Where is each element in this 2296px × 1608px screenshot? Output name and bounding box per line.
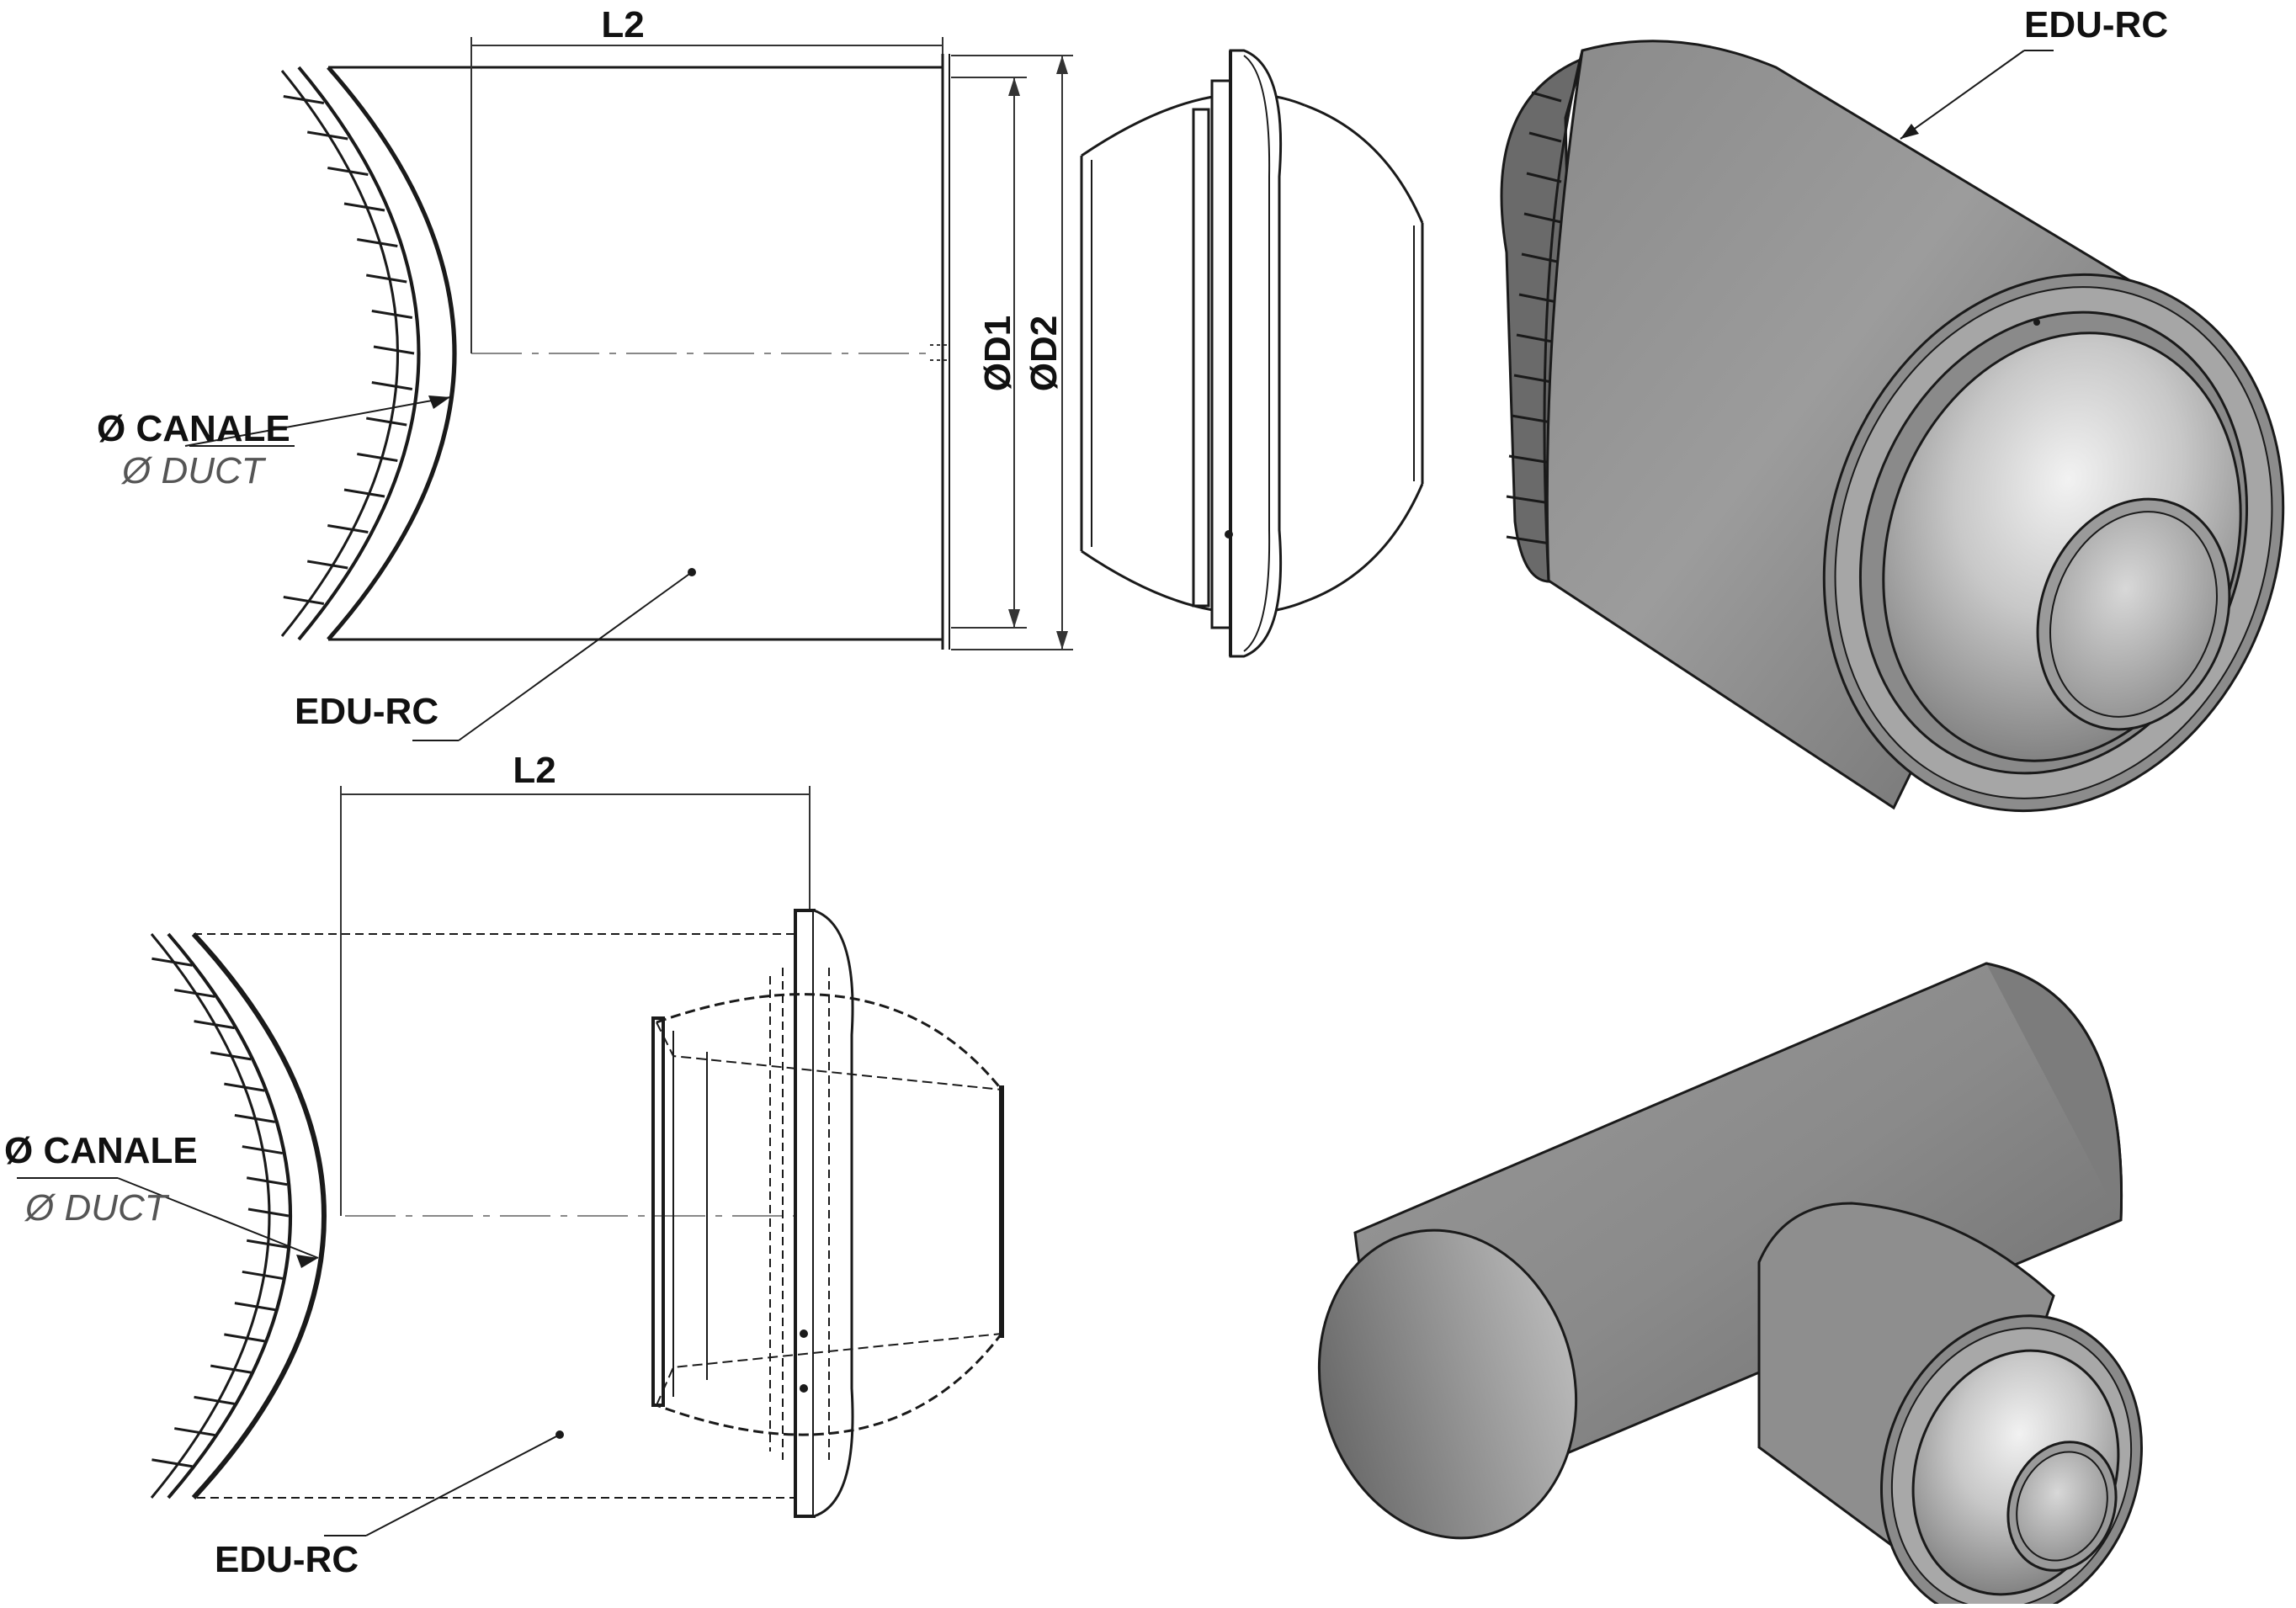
bottom-view [17, 786, 1004, 1536]
duct-rib [224, 1333, 265, 1343]
iso-rib [1528, 131, 1562, 143]
iso-view-bottom [1317, 962, 2144, 1608]
iso-edurc-label: EDU-RC [2024, 4, 2168, 45]
duct-rib [234, 1113, 276, 1123]
bottom-edurc-label: EDU-RC [215, 1539, 359, 1580]
iso-rib [1523, 212, 1562, 224]
duct-rib [224, 1082, 265, 1092]
duct-rib [327, 524, 369, 533]
bottom-flange [794, 909, 816, 1518]
bottom-duct-label: Ø DUCT [24, 1187, 170, 1229]
top-edurc-label: EDU-RC [295, 691, 438, 732]
bottom-duct-ribs [151, 957, 290, 1468]
iso-view-top [1500, 40, 2285, 813]
duct-rib [357, 238, 398, 247]
top-duct-wall-inner [297, 66, 421, 641]
duct-rib [371, 381, 413, 390]
duct-rib [373, 345, 415, 355]
duct-rib [343, 488, 385, 498]
iso-rib [1521, 252, 1562, 264]
bottom-edurc-leader [365, 1434, 561, 1536]
duct-rib [307, 560, 348, 570]
duct-rib [174, 1427, 215, 1437]
duct-rib [174, 988, 215, 998]
duct-rib [151, 957, 193, 967]
top-edurc-leader [458, 571, 693, 741]
top-d2-label: ØD2 [1023, 316, 1065, 391]
top-l2-label: L2 [601, 4, 644, 45]
tee-duct-opening [1317, 1229, 1578, 1540]
duct-rib [247, 1207, 290, 1218]
iso-rib [1531, 91, 1562, 103]
bottom-canale-label: Ø CANALE [4, 1130, 198, 1171]
top-duct-label: Ø DUCT [120, 450, 267, 491]
iso-duct-ribs [1506, 91, 1562, 547]
duct-rib [357, 453, 398, 462]
duct-rib [283, 596, 325, 605]
top-canale-label: Ø CANALE [97, 408, 290, 449]
iso-edurc-leader [1900, 50, 2025, 140]
duct-rib [242, 1270, 284, 1280]
duct-rib [210, 1051, 252, 1061]
duct-rib [234, 1302, 276, 1312]
iso-rib [1526, 172, 1562, 183]
duct-rib [283, 95, 325, 104]
duct-rib [194, 1020, 235, 1030]
duct-rib [151, 1458, 193, 1468]
bottom-duct-body [194, 933, 800, 1499]
top-duct-wall-outer [327, 66, 457, 641]
duct-rib [242, 1145, 284, 1155]
duct-rib [246, 1176, 288, 1186]
bottom-duct-wall-outer [191, 931, 327, 1500]
duct-rib [246, 1239, 288, 1249]
duct-rib [366, 273, 407, 284]
duct-rib [371, 310, 413, 319]
duct-rib [327, 167, 369, 176]
top-view [184, 37, 1424, 741]
bottom-l2-label: L2 [513, 750, 555, 791]
bottom-canale-leader [117, 1177, 319, 1259]
top-diffuser-side [1080, 49, 1424, 658]
top-canale-leader [184, 396, 451, 447]
duct-rib [343, 202, 385, 212]
duct-rib [366, 417, 407, 427]
top-duct-ribs [283, 95, 415, 605]
duct-rib [307, 130, 348, 141]
duct-rib [194, 1395, 235, 1405]
duct-rib [210, 1364, 252, 1374]
top-d1-label: ØD1 [977, 316, 1018, 391]
